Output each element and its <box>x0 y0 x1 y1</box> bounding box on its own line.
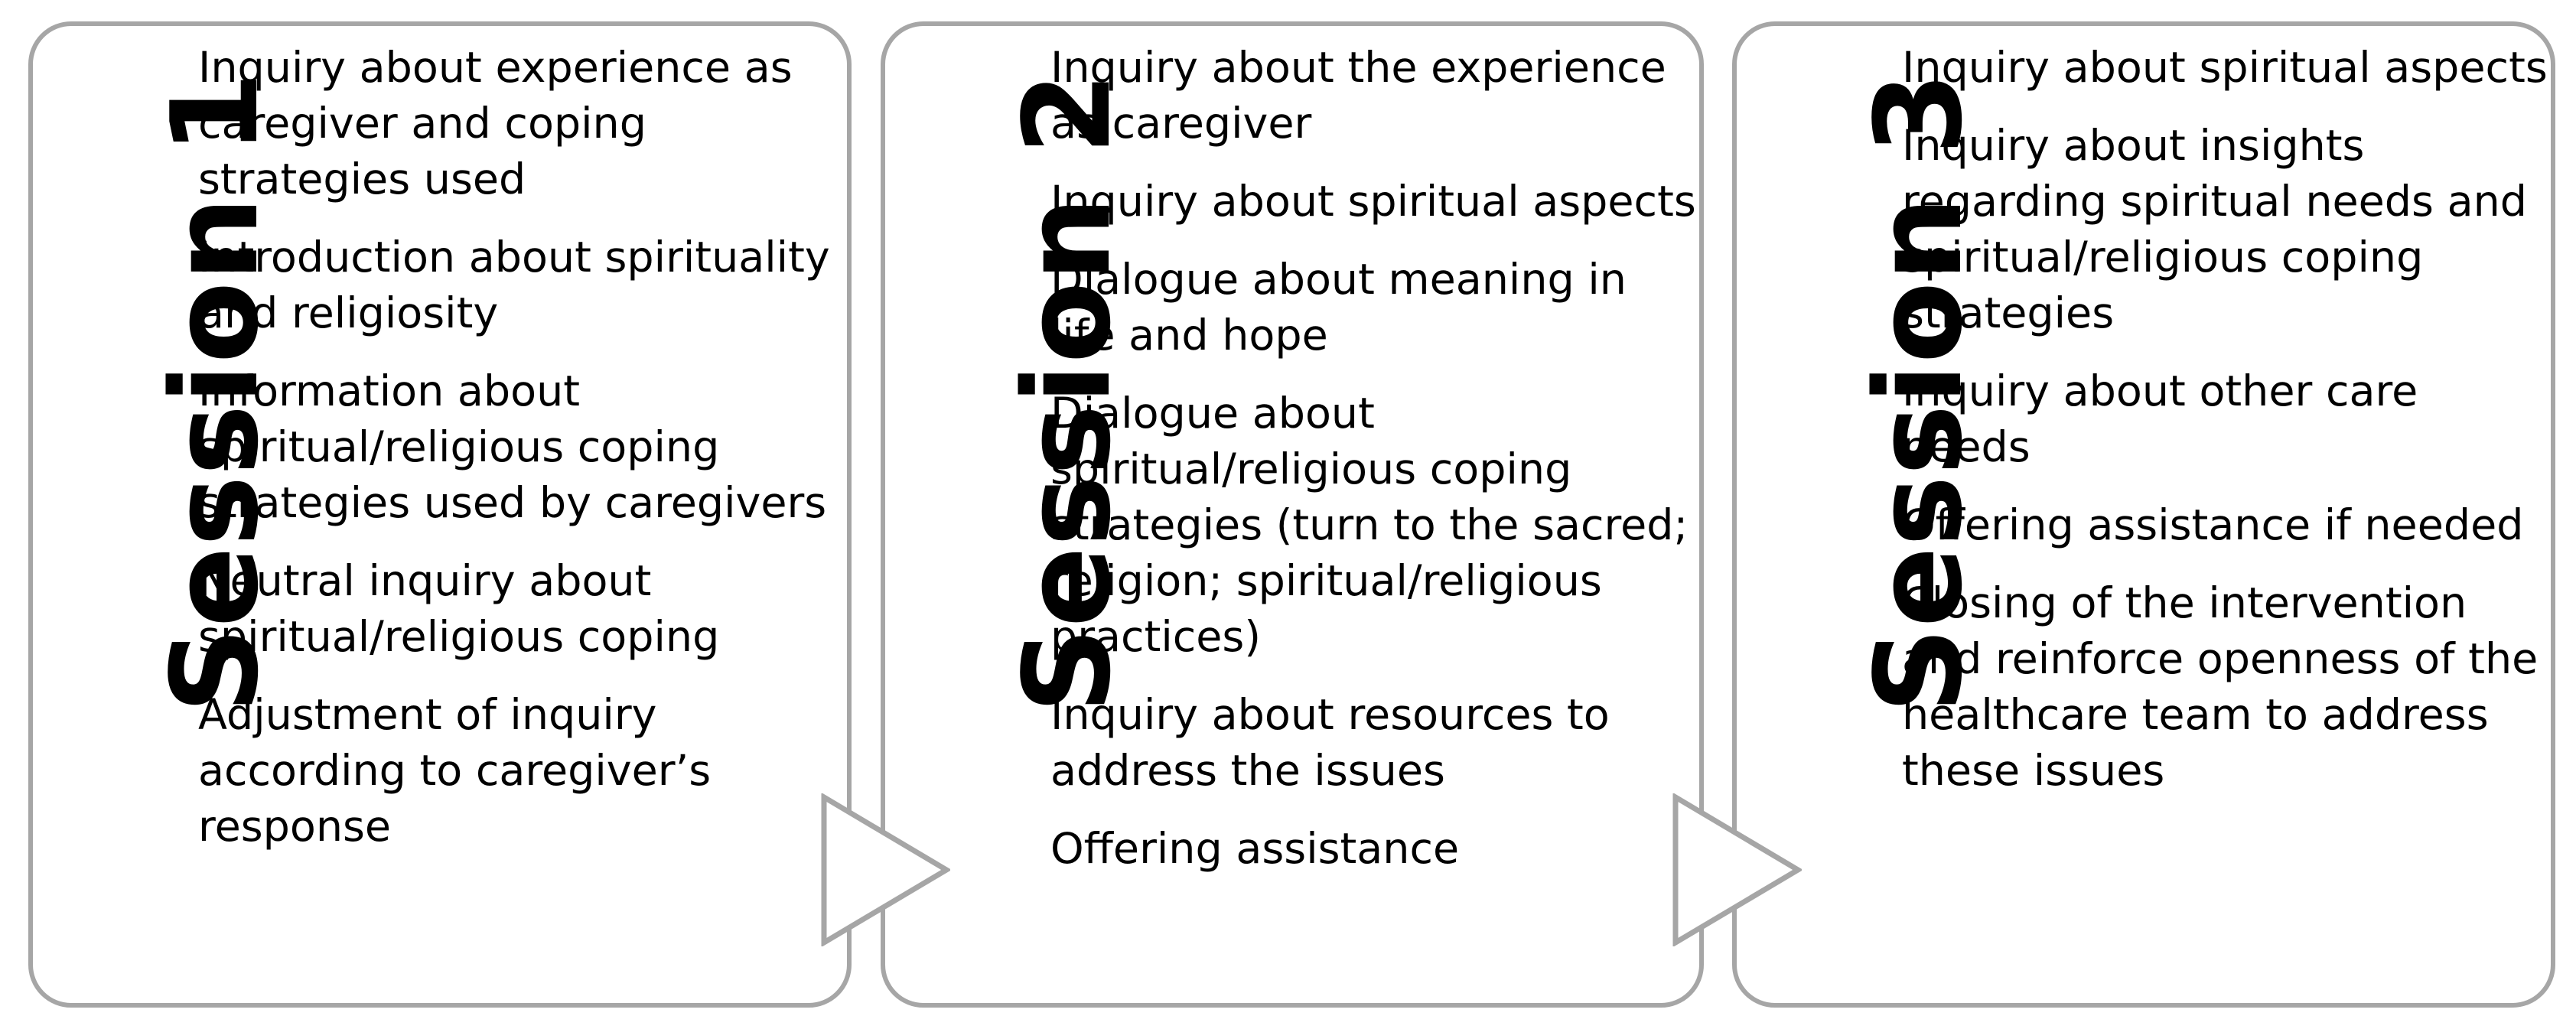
session-2-item: Inquiry about spiritual aspects <box>1050 177 1696 226</box>
session-2-item-list: Inquiry about the experience as caregive… <box>1050 40 1701 899</box>
arrow-right-icon <box>1672 793 1802 946</box>
session-1-panel: Session 1 Inquiry about experience as ca… <box>28 21 852 1008</box>
session-3-item: Offering assistance if needed <box>1902 500 2524 550</box>
session-3-item: Closing of the intervention and reinforc… <box>1902 578 2539 796</box>
session-3-item: Inquiry about other care needs <box>1902 366 2418 472</box>
session-1-item: Introduction about spirituality and reli… <box>198 233 830 338</box>
arrow-right-icon <box>821 793 950 946</box>
session-3-item-list: Inquiry about spiritual aspects Inquiry … <box>1902 40 2552 821</box>
session-1-item-list: Inquiry about experience as caregiver an… <box>198 40 848 877</box>
session-3-panel: Session 3 Inquiry about spiritual aspect… <box>1732 21 2555 1008</box>
session-2-item: Dialogue about meaning in life and hope <box>1050 255 1627 360</box>
session-1-item: Neutral inquiry about spiritual/religiou… <box>198 556 720 662</box>
session-3-item: Inquiry about insights regarding spiritu… <box>1902 121 2527 338</box>
session-2-panel: Session 2 Inquiry about the experience a… <box>881 21 1704 1008</box>
session-2-item: Inquiry about resources to address the i… <box>1050 690 1610 796</box>
session-1-item: Inquiry about experience as caregiver an… <box>198 43 793 204</box>
session-2-item: Inquiry about the experience as caregive… <box>1050 43 1666 148</box>
session-3-item: Inquiry about spiritual aspects <box>1902 43 2548 93</box>
session-2-item: Offering assistance <box>1050 824 1460 874</box>
session-2-item: Dialogue about spiritual/religious copin… <box>1050 389 1689 662</box>
session-1-item: Adjustment of inquiry according to careg… <box>198 690 712 852</box>
session-1-item: Information about spiritual/religious co… <box>198 366 827 528</box>
